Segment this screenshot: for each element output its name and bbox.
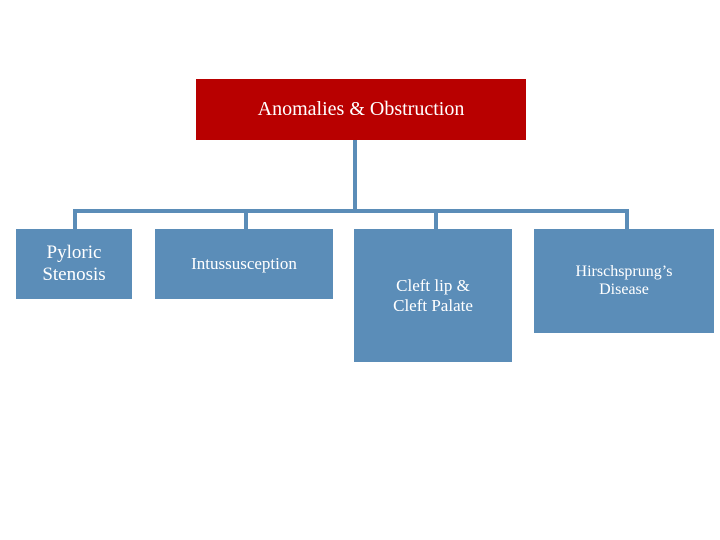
connector-stub-3 — [434, 209, 438, 229]
child-node-label-4: Hirschsprung’s Disease — [575, 262, 673, 298]
root-node-anomalies-obstruction: Anomalies & Obstruction — [196, 79, 526, 140]
child-node-label-2: Intussusception — [191, 254, 297, 274]
child-node-label-1: Pyloric Stenosis — [42, 242, 106, 285]
child-node-intussusception: Intussusception — [155, 229, 333, 299]
child-node-pyloric-stenosis: Pyloric Stenosis — [16, 229, 132, 299]
child-node-label-3: Cleft lip & Cleft Palate — [393, 275, 473, 315]
connector-stub-4 — [625, 209, 629, 229]
child-node-cleft-lip-palate: Cleft lip & Cleft Palate — [354, 229, 512, 362]
connector-stub-1 — [73, 209, 77, 229]
child-node-hirschsprungs-disease: Hirschsprung’s Disease — [534, 229, 714, 333]
root-node-label: Anomalies & Obstruction — [257, 98, 465, 120]
connector-horizontal-bus — [73, 209, 629, 213]
connector-stub-2 — [244, 209, 248, 229]
connector-root-vertical — [353, 140, 357, 212]
